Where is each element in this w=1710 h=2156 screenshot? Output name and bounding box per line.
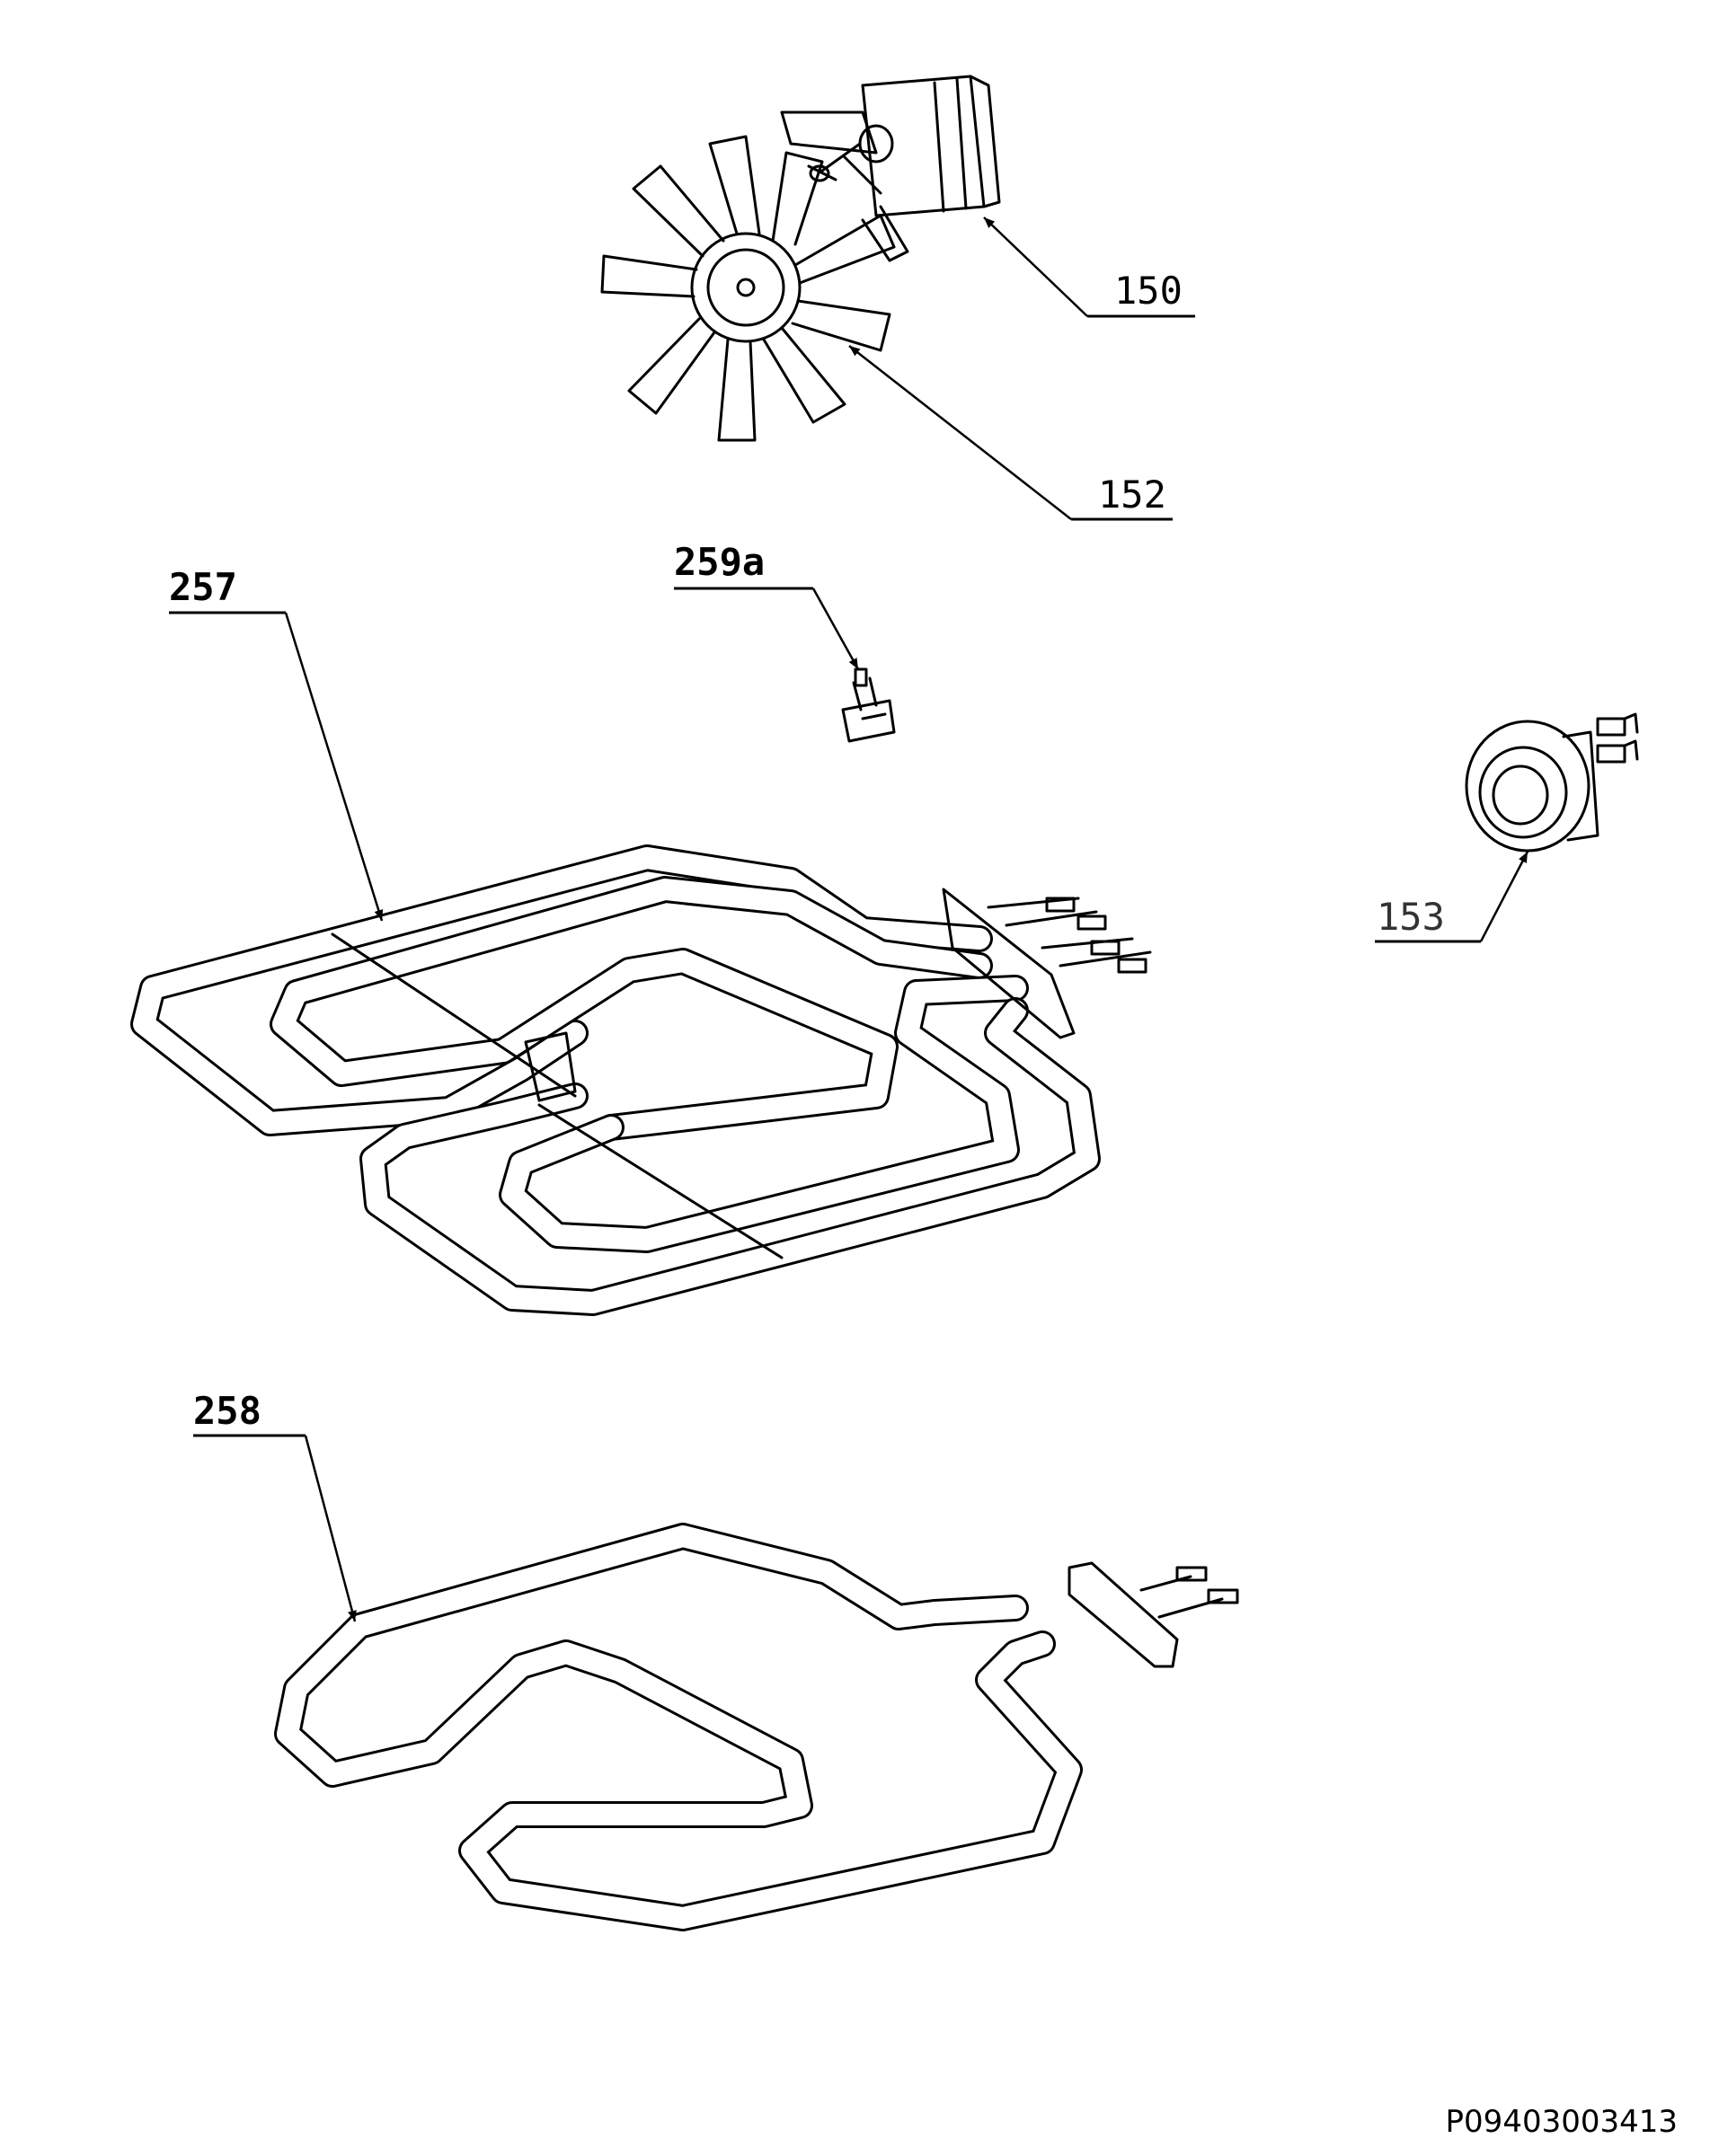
- document-code: P09403003413: [1445, 2104, 1678, 2140]
- callout-label-257: 257: [169, 565, 237, 609]
- callout-257: 257: [169, 565, 384, 922]
- callout-150: 150: [983, 216, 1195, 318]
- callout-152: 152: [848, 345, 1173, 521]
- thermostat-part: [841, 667, 896, 743]
- callout-258: 258: [193, 1389, 357, 1622]
- callout-label-153: 153: [1377, 895, 1445, 939]
- fan-motor-part: [780, 75, 1001, 262]
- callout-label-258: 258: [193, 1389, 261, 1433]
- callout-label-152: 152: [1098, 473, 1166, 517]
- grill-heater-part: [130, 844, 1152, 1316]
- callout-259a: 259a: [674, 540, 860, 670]
- fan-blade-part: [600, 135, 896, 442]
- callout-153: 153: [1375, 851, 1529, 943]
- oven-lamp-part: [1465, 712, 1639, 853]
- bottom-heater-part: [274, 1523, 1239, 1931]
- callout-label-259a: 259a: [674, 540, 765, 584]
- callout-label-150: 150: [1114, 269, 1183, 313]
